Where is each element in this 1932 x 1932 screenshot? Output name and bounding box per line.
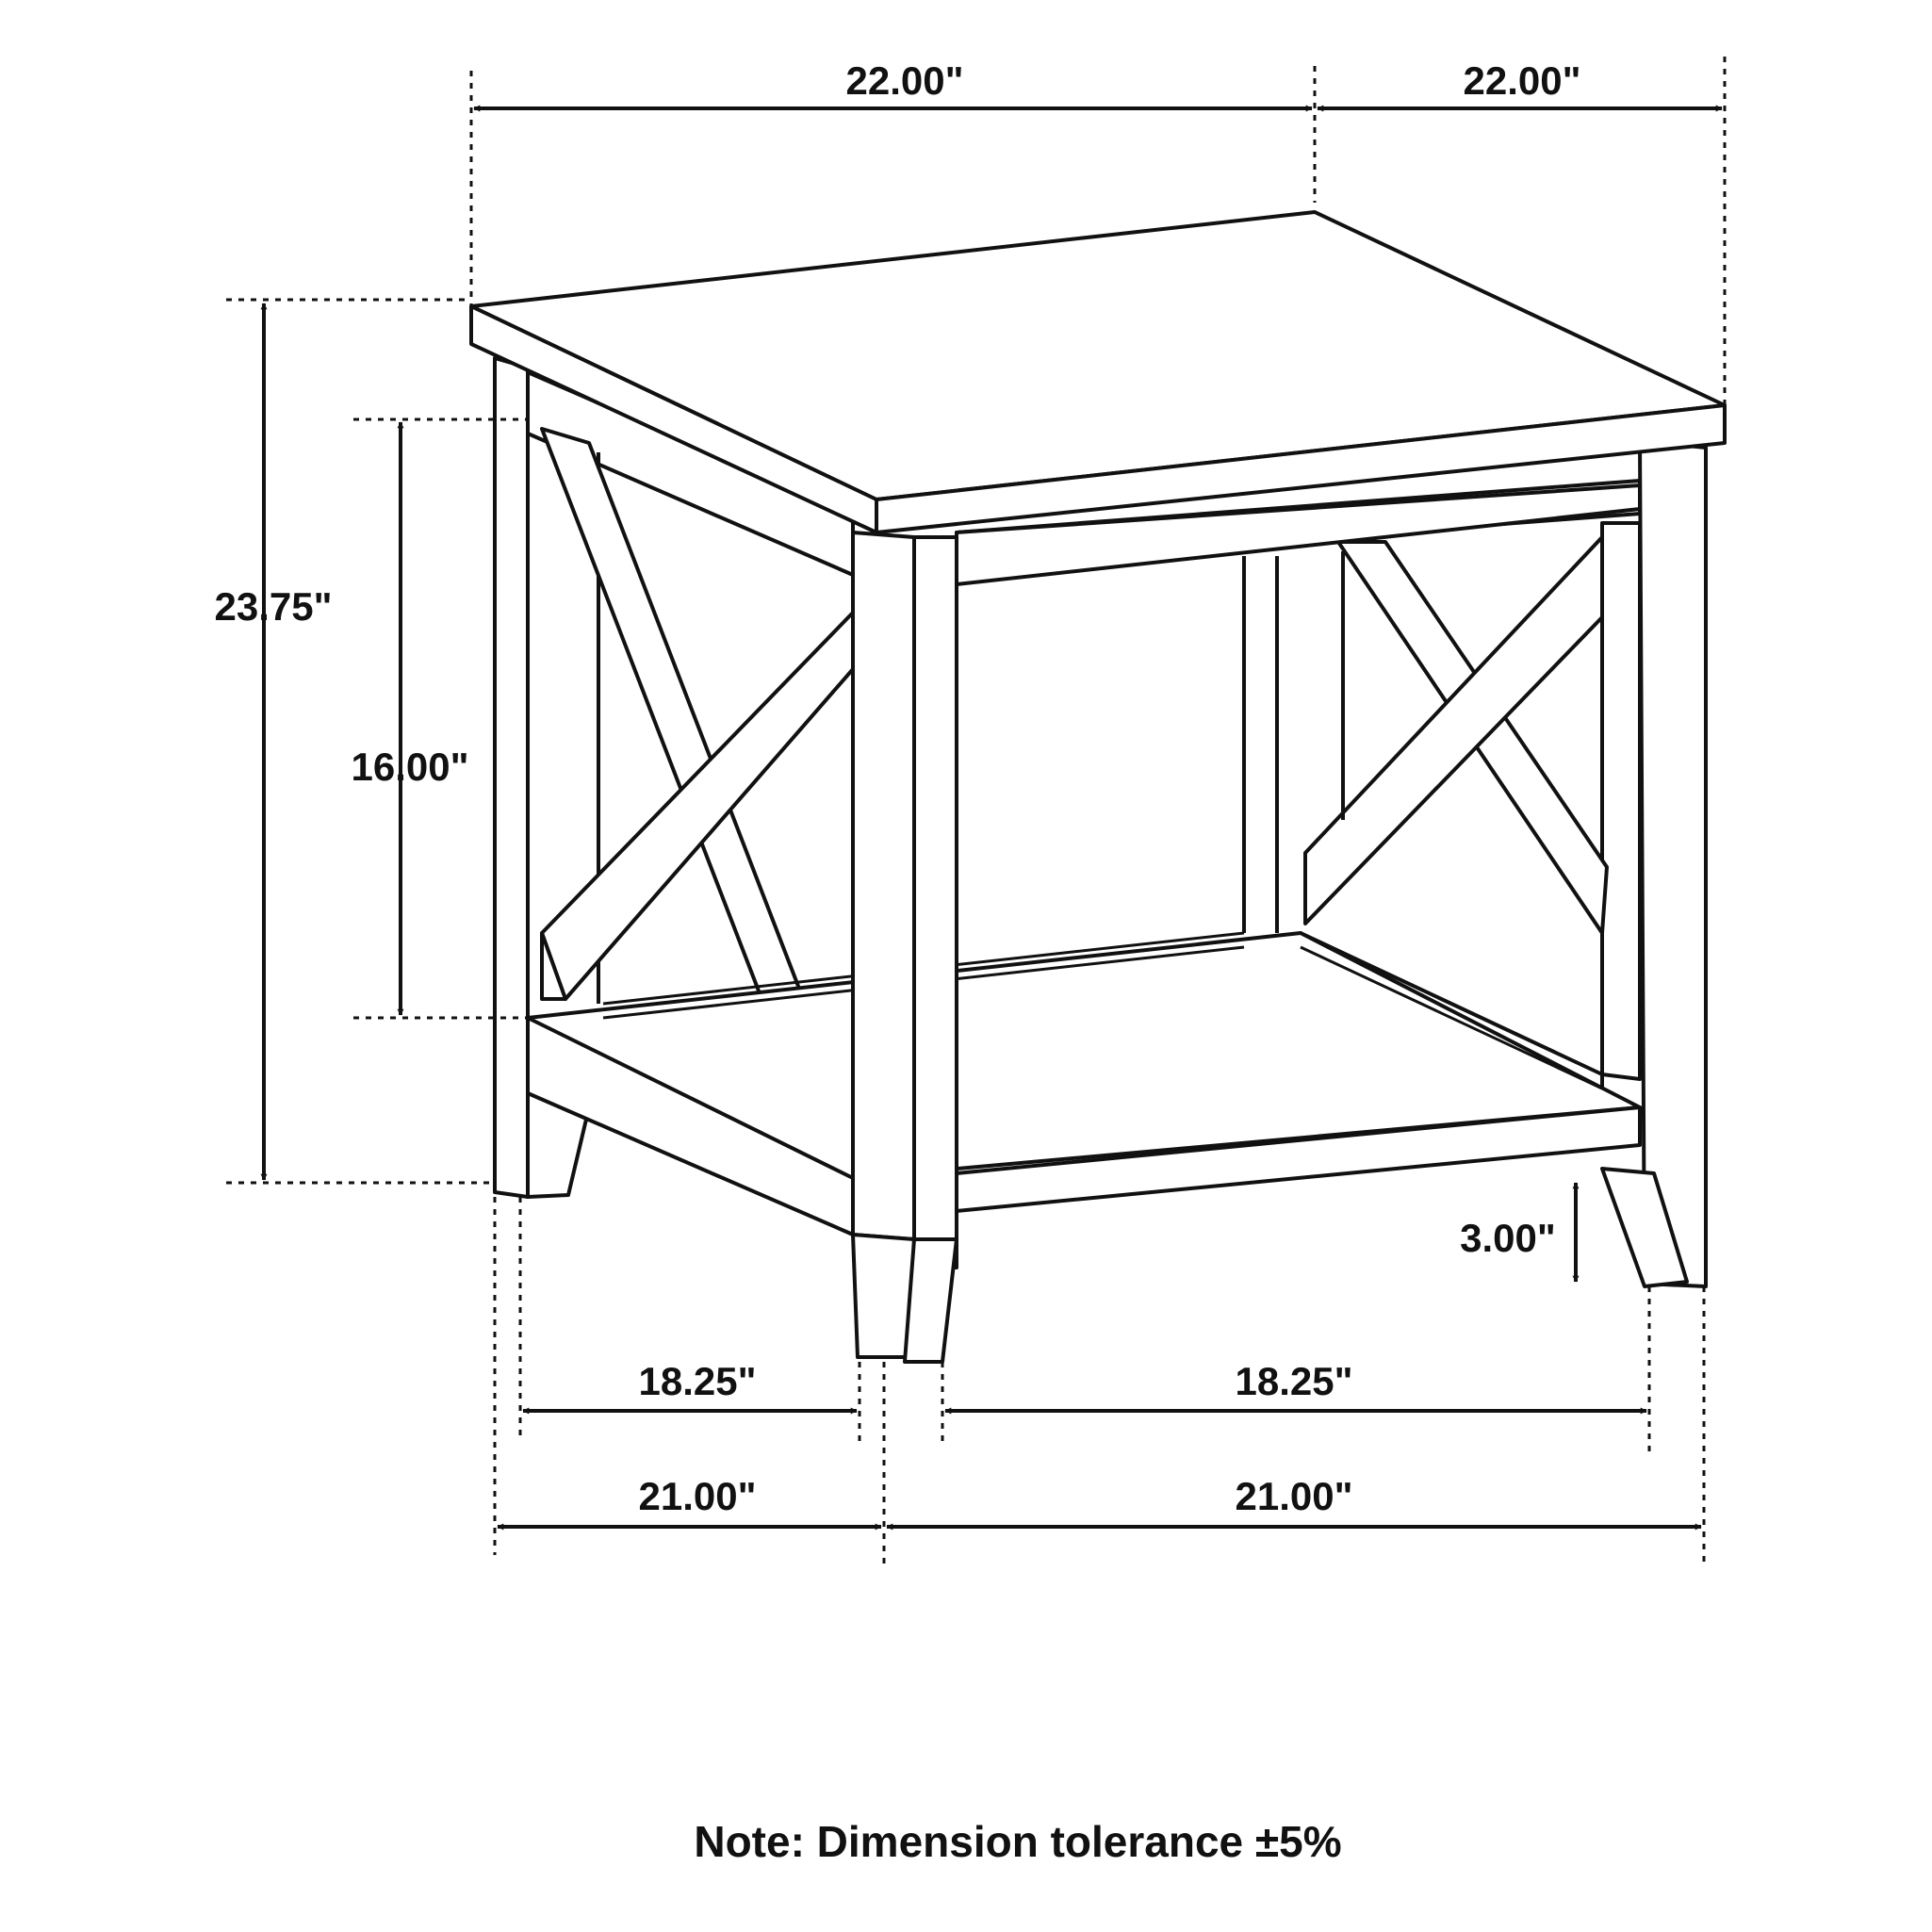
- table-top: [469, 210, 1727, 534]
- front-apron: [955, 483, 1642, 586]
- front-left-leg: [851, 531, 916, 1359]
- dimension-lines: [260, 105, 1723, 1531]
- outer-width-label: 21.00": [638, 1474, 756, 1518]
- inner-depth-label: 18.25": [1235, 1359, 1352, 1403]
- outer-depth-label: 21.00": [1235, 1474, 1352, 1518]
- table-drawing: [469, 210, 1727, 1364]
- front-right-leg: [903, 535, 958, 1364]
- top-width-label: 22.00": [845, 58, 963, 103]
- tolerance-note: Note: Dimension tolerance ±5%: [694, 1817, 1341, 1866]
- left-rear-leg: [493, 356, 591, 1199]
- leg-clearance-label: 3.00": [1460, 1216, 1556, 1260]
- bottom-shelf: [526, 931, 1642, 1213]
- extension-lines: [226, 57, 1727, 1564]
- right-rear-leg: [1600, 439, 1708, 1288]
- overall-height-label: 23.75": [214, 584, 332, 629]
- shelf-clearance-label: 16.00": [351, 745, 468, 789]
- dimension-labels: 22.00" 22.00" 23.75" 16.00" 3.00" 18.25"…: [214, 58, 1580, 1518]
- inner-width-label: 18.25": [638, 1359, 756, 1403]
- top-depth-label: 22.00": [1463, 58, 1580, 103]
